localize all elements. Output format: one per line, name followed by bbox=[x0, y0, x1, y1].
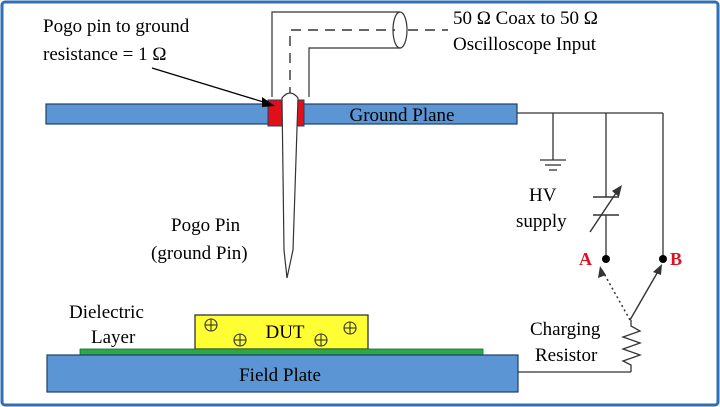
pogo-resistance-label-line2: resistance = 1 Ω bbox=[43, 44, 167, 65]
charging-resistor-label-line1: Charging bbox=[530, 319, 601, 340]
switch-arms bbox=[598, 264, 662, 321]
field-plate-label: Field Plate bbox=[239, 365, 321, 386]
dielectric-layer bbox=[79, 348, 484, 356]
pogo-pin bbox=[281, 92, 299, 279]
hv-supply-label-line1: HV bbox=[529, 185, 557, 206]
coax-label-line1: 50 Ω Coax to 50 Ω bbox=[453, 8, 598, 29]
dielectric-label-line1: Dielectric bbox=[69, 302, 144, 323]
charge-4 bbox=[343, 321, 357, 335]
charge-3 bbox=[314, 333, 328, 347]
switch-contact-b bbox=[659, 255, 667, 263]
charging-resistor-label-line2: Resistor bbox=[535, 345, 598, 366]
variable-capacitor-icon bbox=[589, 185, 622, 233]
resistor-zigzag-icon bbox=[621, 320, 642, 368]
pogo-resistance-label-line1: Pogo pin to ground bbox=[43, 16, 190, 37]
coax-cable bbox=[271, 11, 448, 97]
pogo-pin-label-line2: (ground Pin) bbox=[151, 243, 248, 264]
pogo-pin-label-line1: Pogo Pin bbox=[171, 215, 241, 236]
circuit-wires bbox=[517, 112, 664, 373]
resistance-pointer-arrow bbox=[151, 67, 275, 107]
hv-supply-label-line2: supply bbox=[516, 211, 567, 232]
ground-plane-label: Ground Plane bbox=[349, 105, 454, 126]
ground-symbol-icon bbox=[540, 159, 566, 171]
switch-contact-a bbox=[602, 255, 610, 263]
positive-charges bbox=[204, 318, 357, 347]
coax-label-line2: Oscilloscope Input bbox=[453, 34, 597, 55]
dielectric-label-line2: Layer bbox=[91, 327, 136, 348]
dut-label: DUT bbox=[265, 322, 304, 343]
charge-1 bbox=[204, 318, 218, 332]
field-plate bbox=[46, 354, 519, 393]
switch-a-label: A bbox=[579, 249, 592, 269]
switch-b-label: B bbox=[670, 249, 682, 269]
dut-block bbox=[194, 314, 369, 350]
charge-2 bbox=[233, 333, 247, 347]
